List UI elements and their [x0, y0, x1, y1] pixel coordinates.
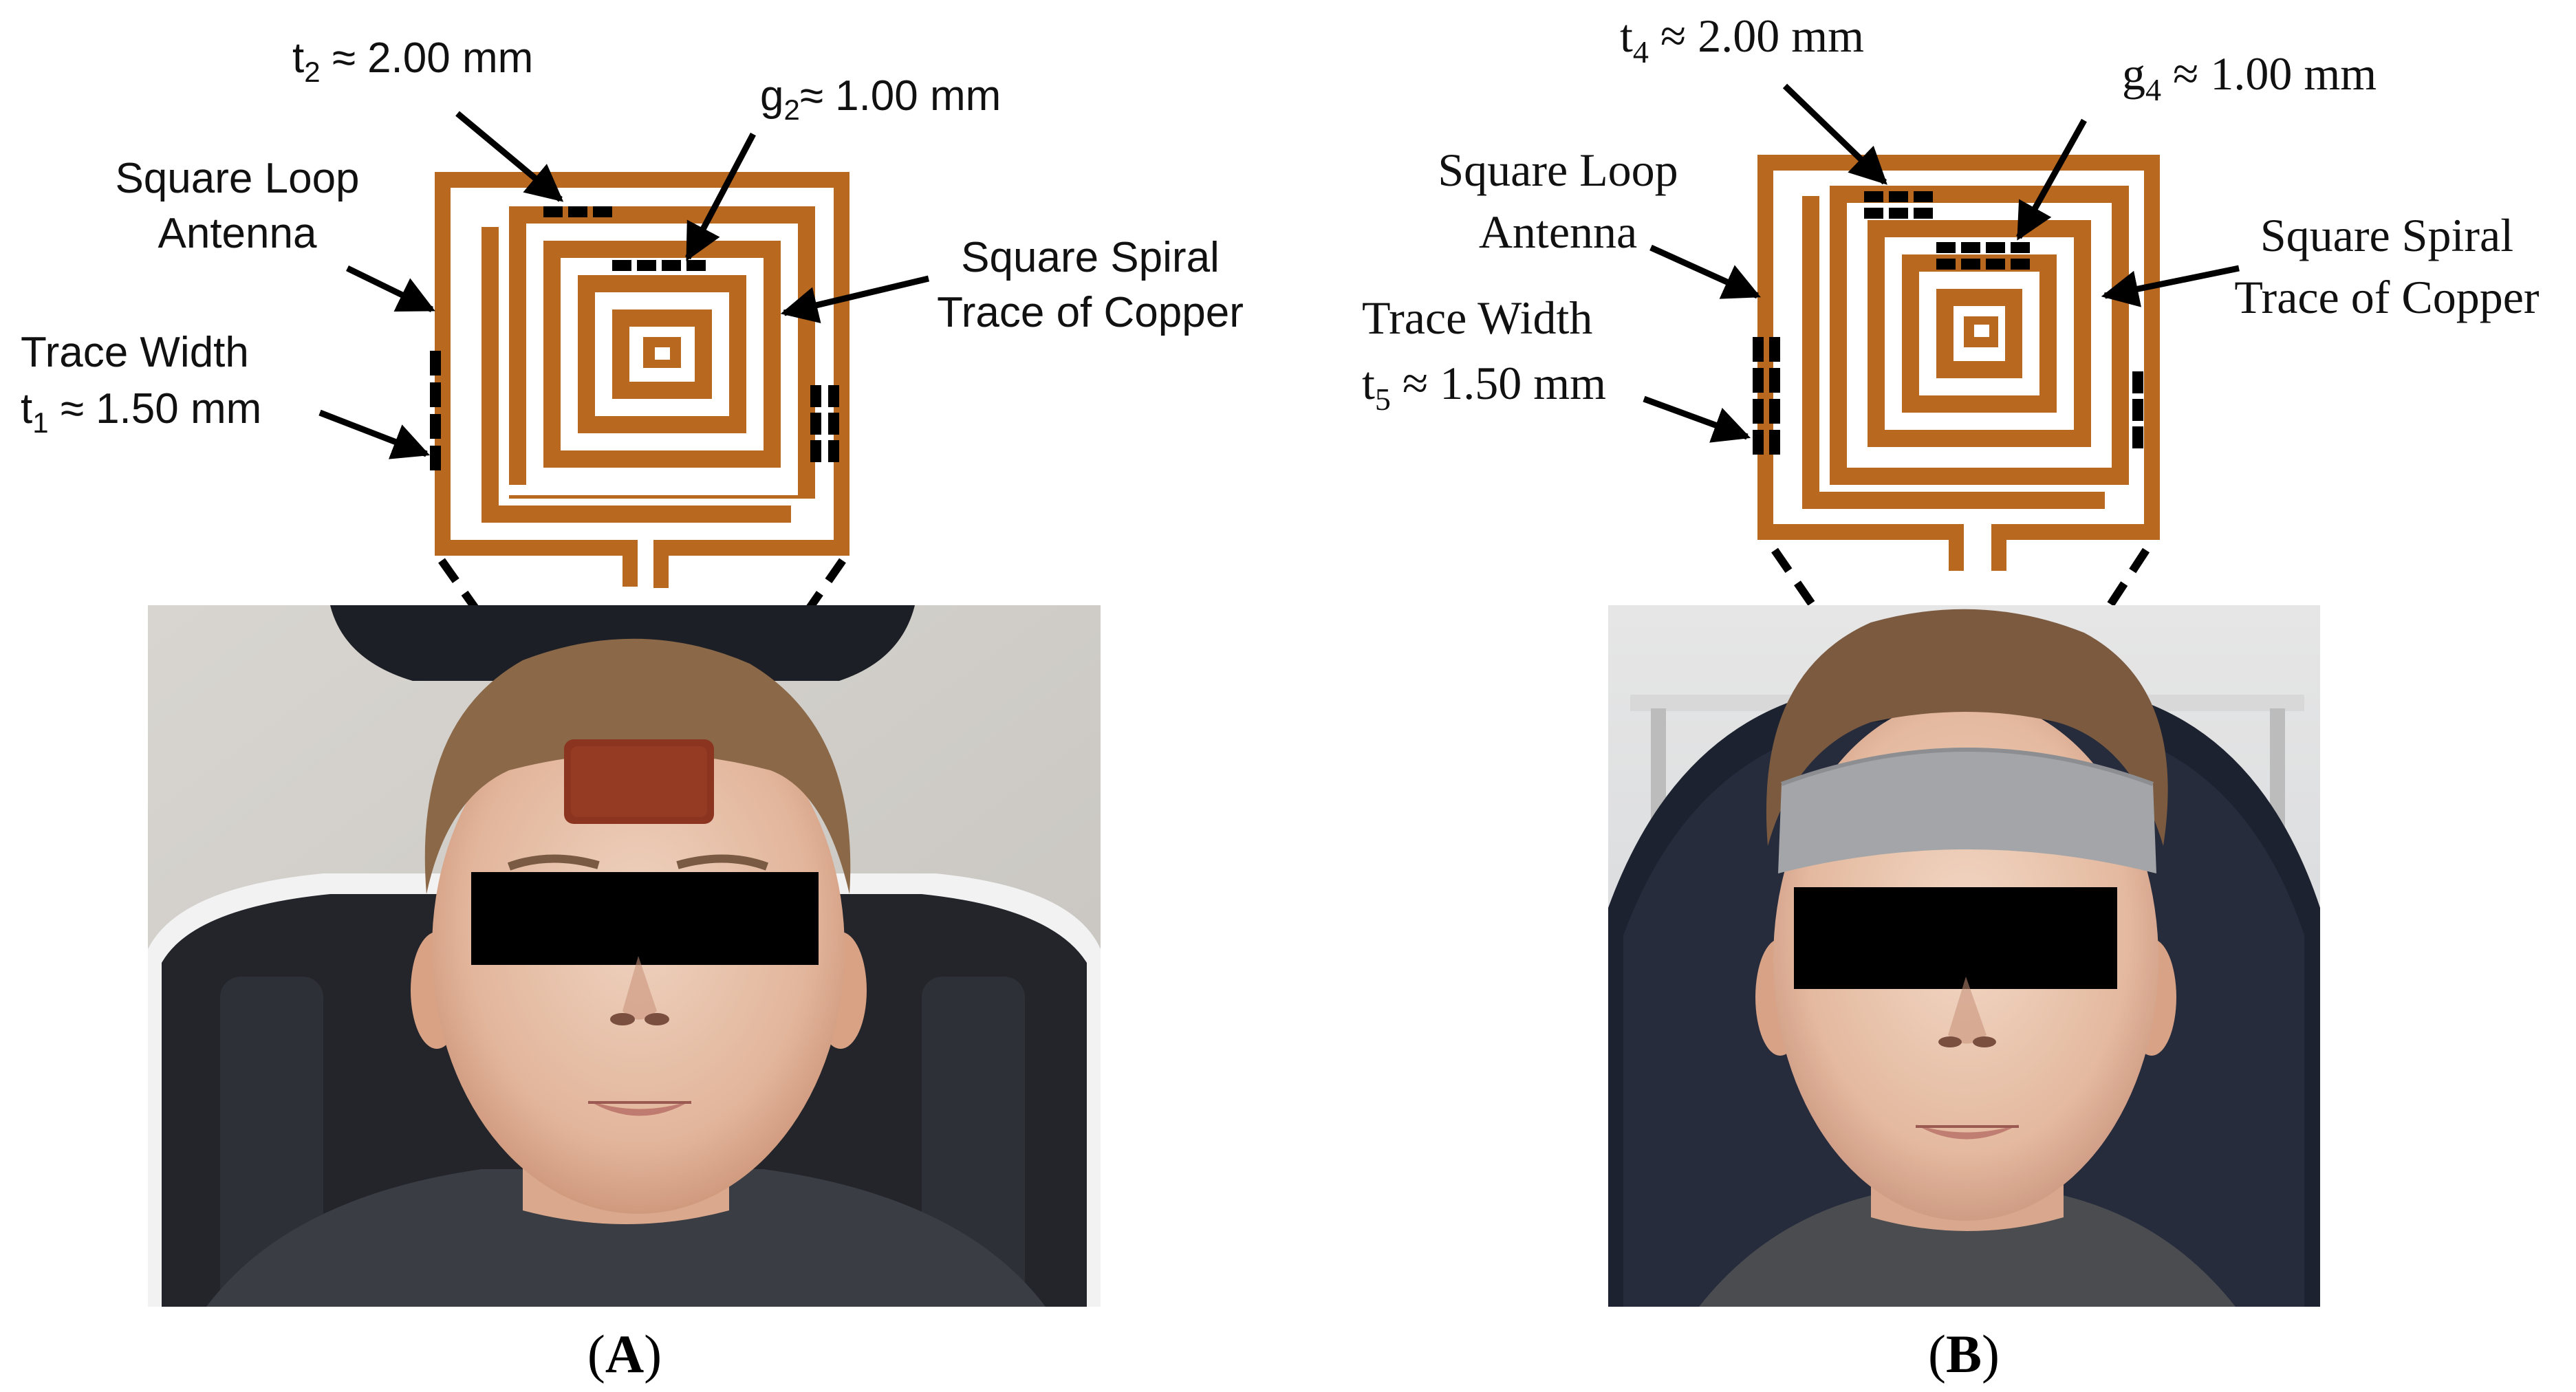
label-t1: t1 ≈ 1.50 mm — [21, 385, 261, 439]
label-g4: g4 ≈ 1.00 mm — [2122, 47, 2377, 107]
label-t4: t4 ≈ 2.00 mm — [1620, 10, 1864, 69]
caption-b: (B) — [1928, 1324, 2000, 1384]
panel-a-dimension-marks — [430, 206, 839, 470]
label-trace-width-b: Trace Width — [1362, 292, 1592, 344]
caption-a: (A) — [587, 1324, 662, 1384]
label-g2: g2≈ 1.00 mm — [760, 72, 1001, 126]
label-t5: t5 ≈ 1.50 mm — [1362, 357, 1606, 417]
panel-b-coil-diagram — [1757, 155, 2160, 571]
panel-a-arrows — [318, 111, 930, 459]
panel-a-photo — [148, 605, 1101, 1307]
panel-b-eye-blackout — [1794, 887, 2117, 989]
panel-b-arrows — [1643, 83, 2240, 443]
panel-b-dimension-marks — [1753, 191, 2143, 455]
panel-a-coil-diagram — [435, 172, 849, 588]
panel-a-eye-blackout — [471, 872, 819, 965]
label-trace-width: Trace Width — [21, 329, 249, 376]
panel-b-photo — [1608, 605, 2320, 1307]
label-t2: t2 ≈ 2.00 mm — [292, 34, 533, 88]
